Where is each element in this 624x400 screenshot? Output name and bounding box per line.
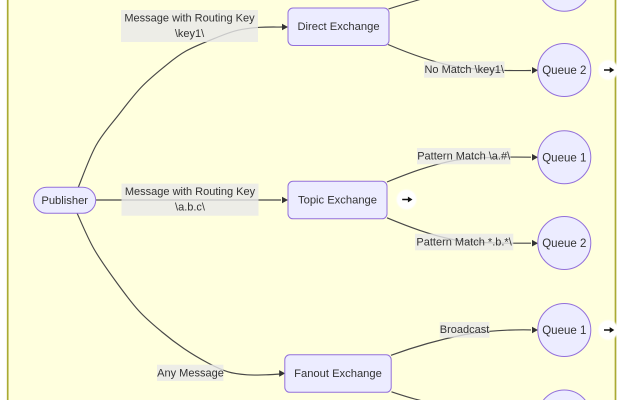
svg-text:Pattern Match *.b.*\: Pattern Match *.b.*\	[416, 236, 512, 248]
svg-text:Fanout Exchange: Fanout Exchange	[294, 368, 382, 380]
svg-text:Broadcast: Broadcast	[440, 324, 490, 336]
svg-text:No Match \key1\: No Match \key1\	[424, 64, 504, 76]
svg-text:Any Message: Any Message	[157, 368, 224, 380]
svg-text:\a.b.c\: \a.b.c\	[175, 201, 206, 213]
svg-text:\key1\: \key1\	[175, 28, 205, 40]
svg-text:Pattern Match \a.#\: Pattern Match \a.#\	[417, 150, 511, 162]
svg-text:Queue 2: Queue 2	[542, 238, 586, 250]
svg-text:Topic Exchange: Topic Exchange	[298, 195, 377, 207]
svg-text:Direct Exchange: Direct Exchange	[297, 21, 379, 33]
svg-text:Message with Routing Key: Message with Routing Key	[124, 13, 255, 25]
svg-text:Queue 2: Queue 2	[542, 65, 586, 77]
svg-text:Publisher: Publisher	[41, 195, 88, 207]
svg-text:Message with Routing Key: Message with Routing Key	[125, 186, 256, 198]
svg-text:Queue 1: Queue 1	[542, 152, 586, 164]
svg-text:Queue 1: Queue 1	[542, 325, 586, 337]
